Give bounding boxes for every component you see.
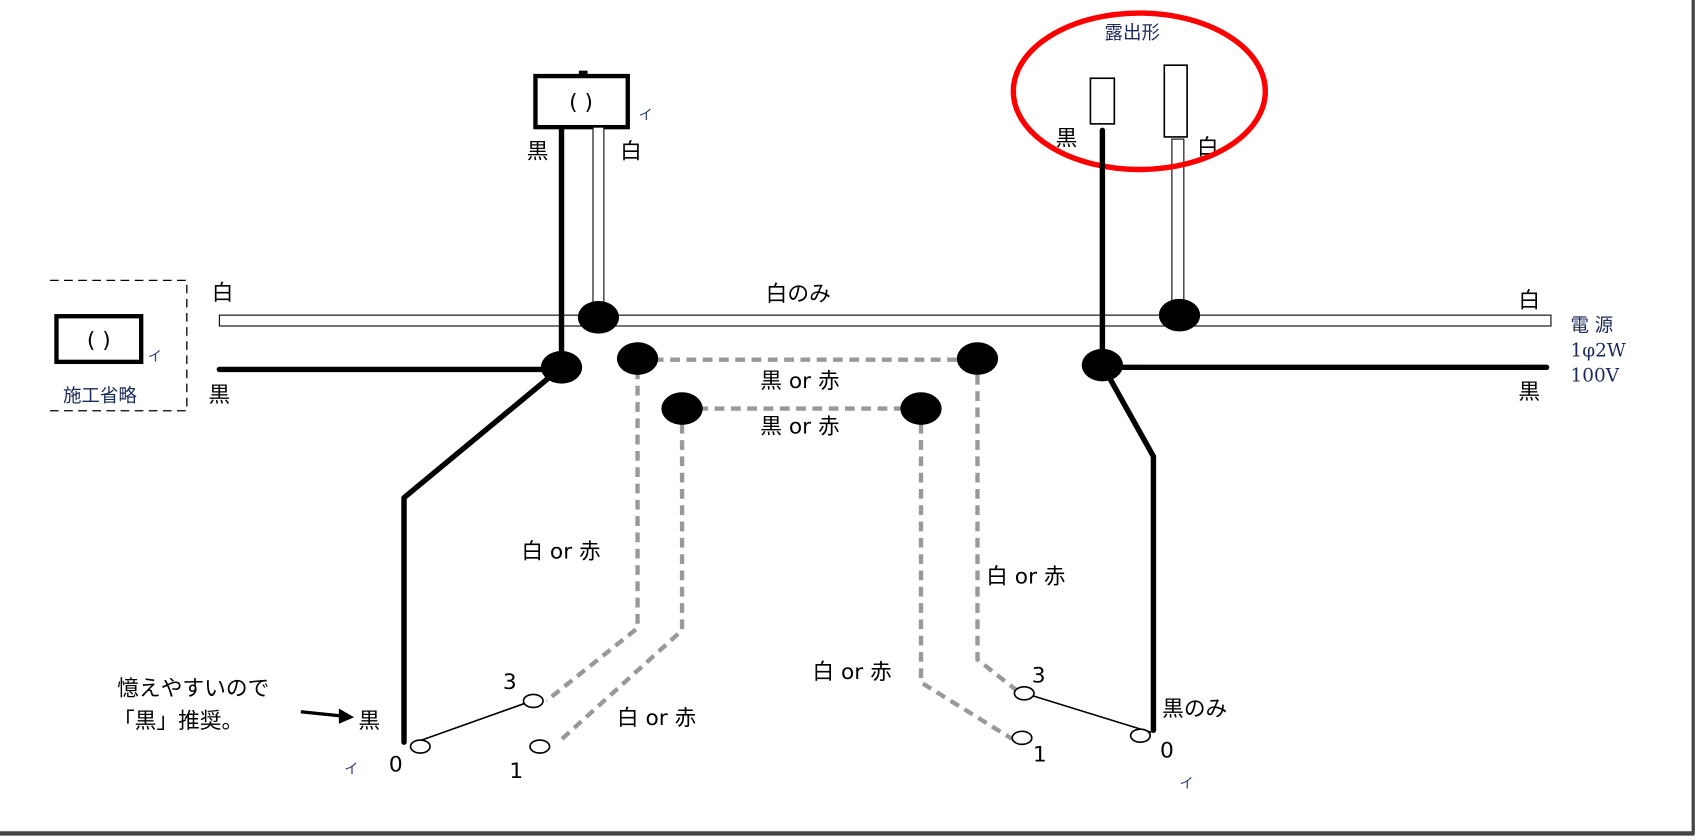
switch-terminal-1 — [1011, 730, 1033, 746]
switch-terminal-1 — [529, 739, 551, 754]
label-black-or-red: 黒 or 赤 — [760, 415, 839, 440]
label-black: 黒 — [358, 709, 380, 734]
traveler-wire — [555, 423, 685, 745]
junction-dot — [577, 301, 620, 334]
note-line-1: 憶えやすいので — [117, 676, 269, 701]
ceiling-lamp-icon — [533, 73, 630, 130]
note-line-2: 「黒」推奨。 — [113, 709, 243, 734]
label-black-right: 黒 — [1518, 380, 1540, 405]
arrow-icon — [300, 708, 355, 724]
label-black-left: 黒 — [209, 383, 231, 408]
white-wire-main — [218, 314, 1552, 327]
label-white-left: 白 — [212, 281, 234, 306]
junction-dot — [956, 342, 999, 375]
power-source-label: 電 源 — [1570, 315, 1613, 336]
exposed-lamp-terminal-white — [1163, 64, 1188, 138]
switch-terminal-3 — [522, 693, 544, 709]
omitted-label: 施工省略 — [63, 386, 137, 407]
exposed-lamp-terminal-black — [1089, 77, 1116, 125]
junction-dot — [540, 350, 583, 384]
junction-dot — [1158, 298, 1201, 332]
switch-lever — [1031, 694, 1152, 734]
symbol-i: イ — [1180, 776, 1194, 792]
omitted-lamp-group: ( ) イ 施工省略 — [49, 279, 188, 412]
terminal-label: 0 — [389, 753, 403, 778]
lamp-symbol: ( ) — [87, 329, 111, 354]
symbol-i: イ — [148, 349, 162, 365]
traveler-wire — [918, 423, 1014, 741]
terminal-label: 1 — [1033, 743, 1047, 768]
exposed-type-label: 露出形 — [1105, 23, 1160, 44]
terminal-label: 3 — [503, 670, 517, 695]
label-white: 白 — [620, 140, 642, 165]
omitted-lamp-icon — [54, 314, 144, 365]
black-wire — [1099, 127, 1157, 733]
label-white-or-red: 白 or 赤 — [617, 706, 696, 731]
junction-dot — [661, 392, 703, 425]
label-black: 黒 — [527, 140, 549, 165]
highlight-circle — [1010, 10, 1269, 173]
label-white-or-red: 白 or 赤 — [521, 540, 600, 565]
junction-dot — [1081, 348, 1124, 382]
white-wire — [592, 126, 605, 318]
label-white-or-red: 白 or 赤 — [812, 660, 891, 685]
label-white-right: 白 — [1518, 289, 1540, 314]
label-black-or-red: 黒 or 赤 — [760, 369, 839, 394]
symbol-i: イ — [344, 762, 358, 778]
terminal-label: 1 — [509, 759, 523, 784]
switch-terminal-0 — [409, 739, 431, 754]
traveler-wire — [544, 369, 640, 703]
label-white-or-red: 白 or 赤 — [986, 565, 1065, 590]
switch-terminal-3 — [1013, 685, 1035, 701]
lamp-symbol: ( ) — [569, 91, 593, 116]
terminal-label: 3 — [1032, 663, 1046, 688]
switch-lever — [412, 702, 526, 745]
power-voltage-label: 100V — [1570, 365, 1619, 386]
symbol-i: イ — [639, 108, 653, 124]
switch-terminal-0 — [1129, 728, 1151, 744]
label-black-only: 黒のみ — [1162, 697, 1227, 722]
terminal-label: 0 — [1160, 738, 1174, 763]
traveler-wire — [975, 374, 1020, 693]
label-black: 黒 — [1056, 127, 1078, 152]
black-wire — [401, 364, 565, 745]
power-phase-label: 1φ2W — [1570, 340, 1625, 361]
junction-dot — [616, 342, 659, 375]
label-white-only: 白のみ — [766, 282, 831, 307]
junction-dot — [900, 392, 942, 425]
